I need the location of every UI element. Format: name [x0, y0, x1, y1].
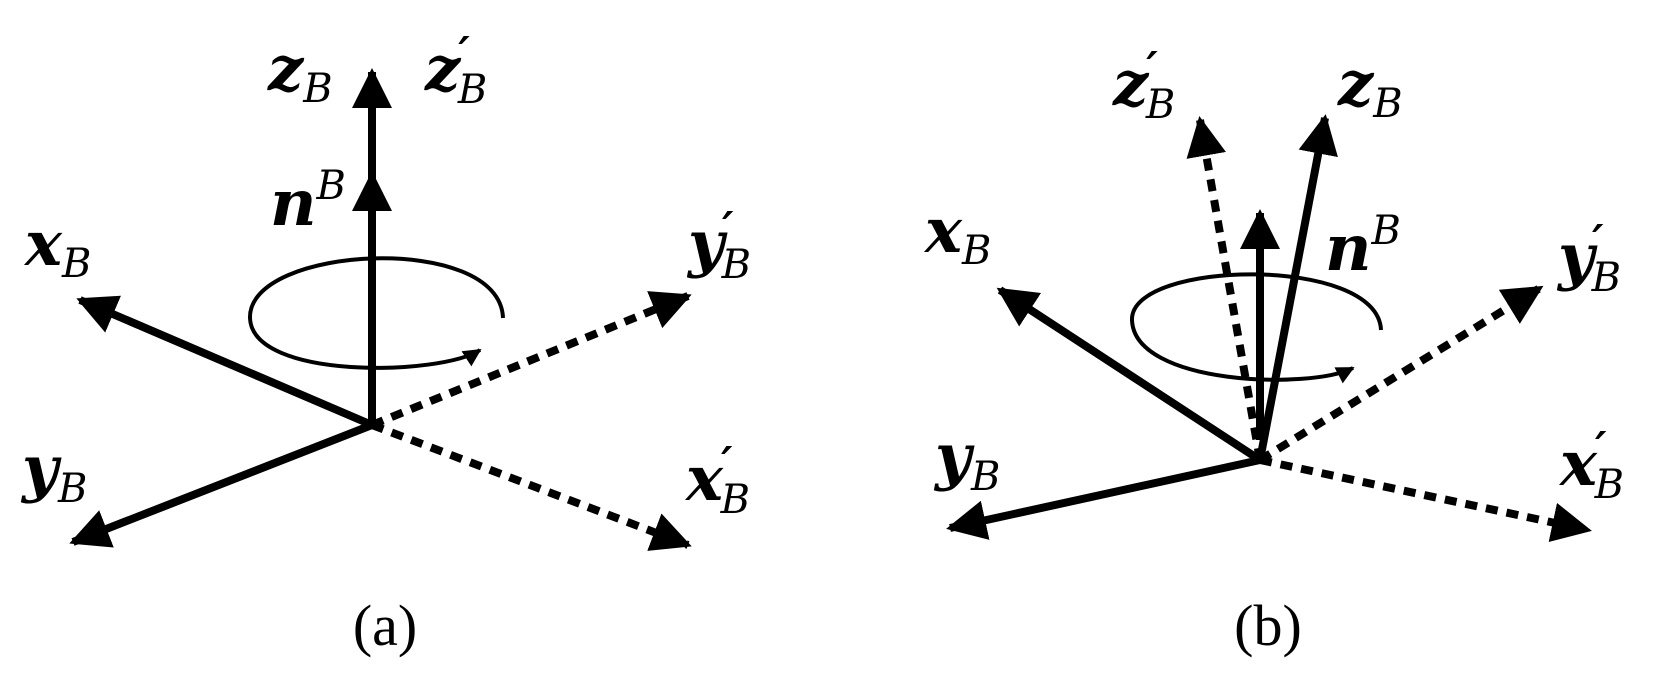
label-y-a: yB: [20, 432, 87, 512]
axis-yprime-a: [370, 291, 692, 429]
axis-x-b: [996, 286, 1263, 464]
label-yprime-a: y′B: [686, 203, 751, 288]
caption-b: (b): [1234, 593, 1302, 658]
caption-a: (a): [353, 593, 417, 658]
axis-y-b: [946, 456, 1261, 540]
axis-yprime-b: [1257, 284, 1544, 464]
label-zprime-a: z′B: [424, 28, 487, 113]
panel-b: z′B zB xB nB y′B yB x′B (b): [923, 43, 1624, 658]
axis-xprime-a: [370, 421, 692, 551]
label-n-a: nB: [270, 163, 346, 241]
axis-x-a: [76, 295, 374, 429]
label-xprime-b: x′B: [1558, 423, 1624, 508]
label-x-b: xB: [923, 194, 991, 274]
axis-xprime-b: [1259, 456, 1592, 543]
rotation-arc-a: [247, 256, 505, 370]
label-z-b: zB: [1337, 47, 1403, 127]
panel-a: zB z′B nB xB y′B yB x′B (a): [20, 28, 751, 658]
label-yprime-b: y′B: [1556, 216, 1621, 301]
label-z-a: zB: [267, 32, 333, 112]
axis-y-a: [69, 421, 374, 548]
label-n-b: nB: [1325, 208, 1401, 286]
label-x-a: xB: [23, 207, 91, 287]
label-y-b: yB: [933, 420, 1000, 500]
label-zprime-b: z′B: [1112, 43, 1175, 128]
label-xprime-a: x′B: [684, 438, 750, 523]
axis-z-b: [1256, 114, 1338, 461]
rotation-arc-b: [1129, 272, 1383, 384]
axis-zprime-b: [1186, 116, 1264, 461]
